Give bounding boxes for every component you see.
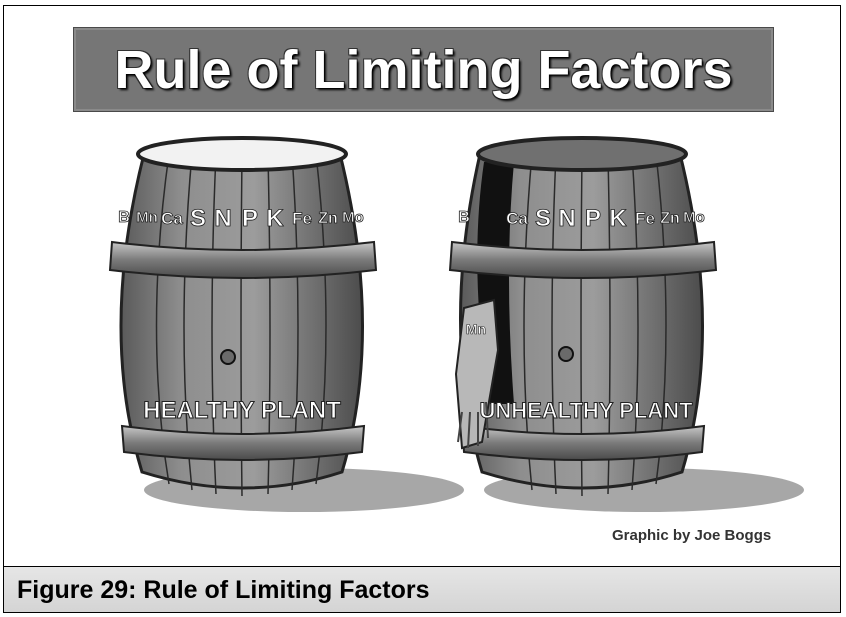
stave-label: P: [242, 205, 258, 232]
stave-label: Mo: [342, 209, 364, 226]
barrel-hoop-bottom: [120, 424, 366, 461]
barrel-rim: [476, 136, 688, 172]
stave-label: B: [118, 209, 130, 226]
stave-label: P: [585, 205, 601, 232]
barrel-illustration: HEALTHY PLANT B Mn Ca S N P K Fe Zn Mo: [108, 136, 804, 512]
barrel-hoop-bottom: [460, 424, 706, 461]
stave-label: N: [558, 205, 575, 232]
broken-stave: [454, 298, 500, 450]
healthy-barrel: HEALTHY PLANT B Mn Ca S N P K Fe Zn Mo: [108, 136, 464, 512]
stave-label: N: [214, 205, 231, 232]
stave-label: Fe: [292, 209, 312, 228]
stave-label: K: [609, 205, 627, 232]
barrel-bung: [220, 349, 236, 365]
figure-title: Rule of Limiting Factors: [114, 39, 733, 100]
stave-labels: B Mn Ca S N P K Fe Zn Mo: [118, 205, 364, 233]
barrel-label: UNHEALTHY PLANT: [479, 398, 693, 423]
stave-label: Mo: [683, 209, 705, 226]
stave-label: Ca: [506, 209, 528, 228]
stave-labels: B Ca S N P K Fe Zn Mo: [458, 205, 705, 233]
unhealthy-barrel: Mn UNHEALTHY PLANT B Ca S N P K Fe Zn Mo: [448, 136, 804, 512]
barrel-hoop-top: [108, 240, 378, 279]
broken-stave-splinters: [457, 401, 489, 449]
caption-bar: Figure 29: Rule of Limiting Factors: [4, 566, 840, 612]
barrel-rim: [136, 136, 348, 172]
stave-label: S: [190, 205, 206, 232]
stave-label: K: [266, 205, 284, 232]
graphic-credit: Graphic by Joe Boggs: [612, 527, 772, 544]
stave-label: Ca: [161, 209, 183, 228]
stave-label: Mn: [136, 209, 158, 226]
title-banner: Rule of Limiting Factors: [73, 27, 774, 112]
figure-caption: Figure 29: Rule of Limiting Factors: [17, 576, 430, 604]
stave-label: B: [458, 209, 470, 226]
barrel-label: HEALTHY PLANT: [143, 397, 341, 424]
barrel-bung: [558, 346, 574, 362]
stave-label: S: [535, 205, 551, 232]
barrel-hoop-top: [448, 240, 718, 279]
stave-label: Fe: [635, 209, 655, 228]
broken-stave-label: Mn: [466, 321, 486, 337]
stave-label: Zn: [660, 210, 680, 227]
stave-label: Zn: [318, 210, 338, 227]
